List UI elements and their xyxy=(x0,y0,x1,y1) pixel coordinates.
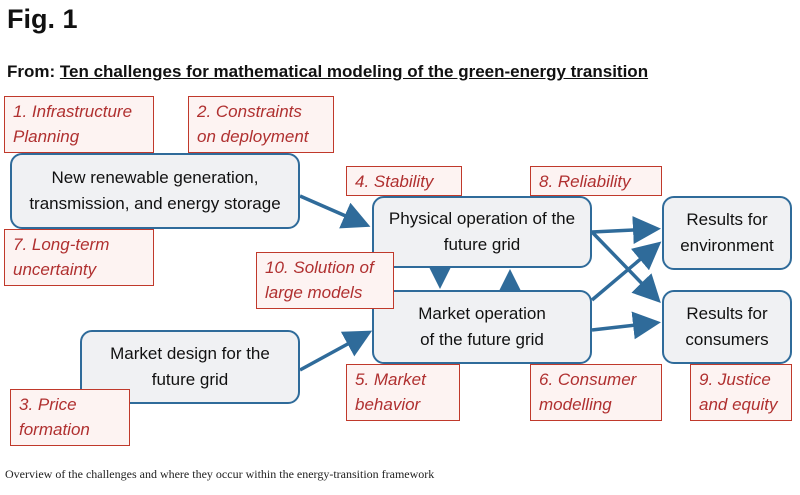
arrow-market-design-to-market-op xyxy=(299,330,373,372)
from-prefix: From: xyxy=(7,62,60,81)
node-renewable-generation: New renewable generation,transmission, a… xyxy=(10,153,300,229)
arrow-market-to-consumers xyxy=(591,311,661,340)
arrow-market-to-env xyxy=(590,241,662,302)
arrow-physical-to-env xyxy=(591,216,661,244)
figure-source: From: Ten challenges for mathematical mo… xyxy=(7,62,648,82)
challenge-4-stability: 4. Stability xyxy=(346,166,462,196)
article-title-link[interactable]: Ten challenges for mathematical modeling… xyxy=(59,62,649,81)
arrow-physical-to-consumers xyxy=(590,230,661,304)
figure-label: Fig. 1 xyxy=(7,4,78,34)
challenge-8-reliability: 8. Reliability xyxy=(530,166,662,196)
figure-caption: Overview of the challenges and where the… xyxy=(5,467,435,481)
arrow-renewable-to-physical xyxy=(299,194,371,229)
